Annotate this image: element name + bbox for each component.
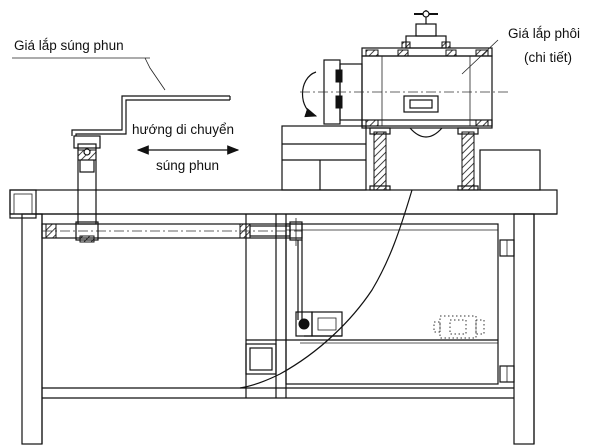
spray-gun-fixture <box>12 57 231 225</box>
move-direction-label: hướng di chuyển <box>132 122 234 137</box>
move-direction-sublabel: súng phun <box>156 158 219 173</box>
spray-gun-fixture-label: Giá lắp súng phun <box>14 38 124 53</box>
workpiece-fixture-sublabel: (chi tiết) <box>524 50 572 65</box>
lower-box <box>245 339 498 375</box>
lead-screw <box>41 218 303 246</box>
hidden-motor <box>433 315 485 339</box>
breakaway-curve <box>239 189 413 389</box>
machine-frame <box>9 189 558 445</box>
workpiece-fixture <box>281 10 541 191</box>
right-cabinet <box>285 223 515 385</box>
workpiece-fixture-label: Giá lắp phôi <box>508 26 580 41</box>
drive-motor <box>295 240 343 337</box>
